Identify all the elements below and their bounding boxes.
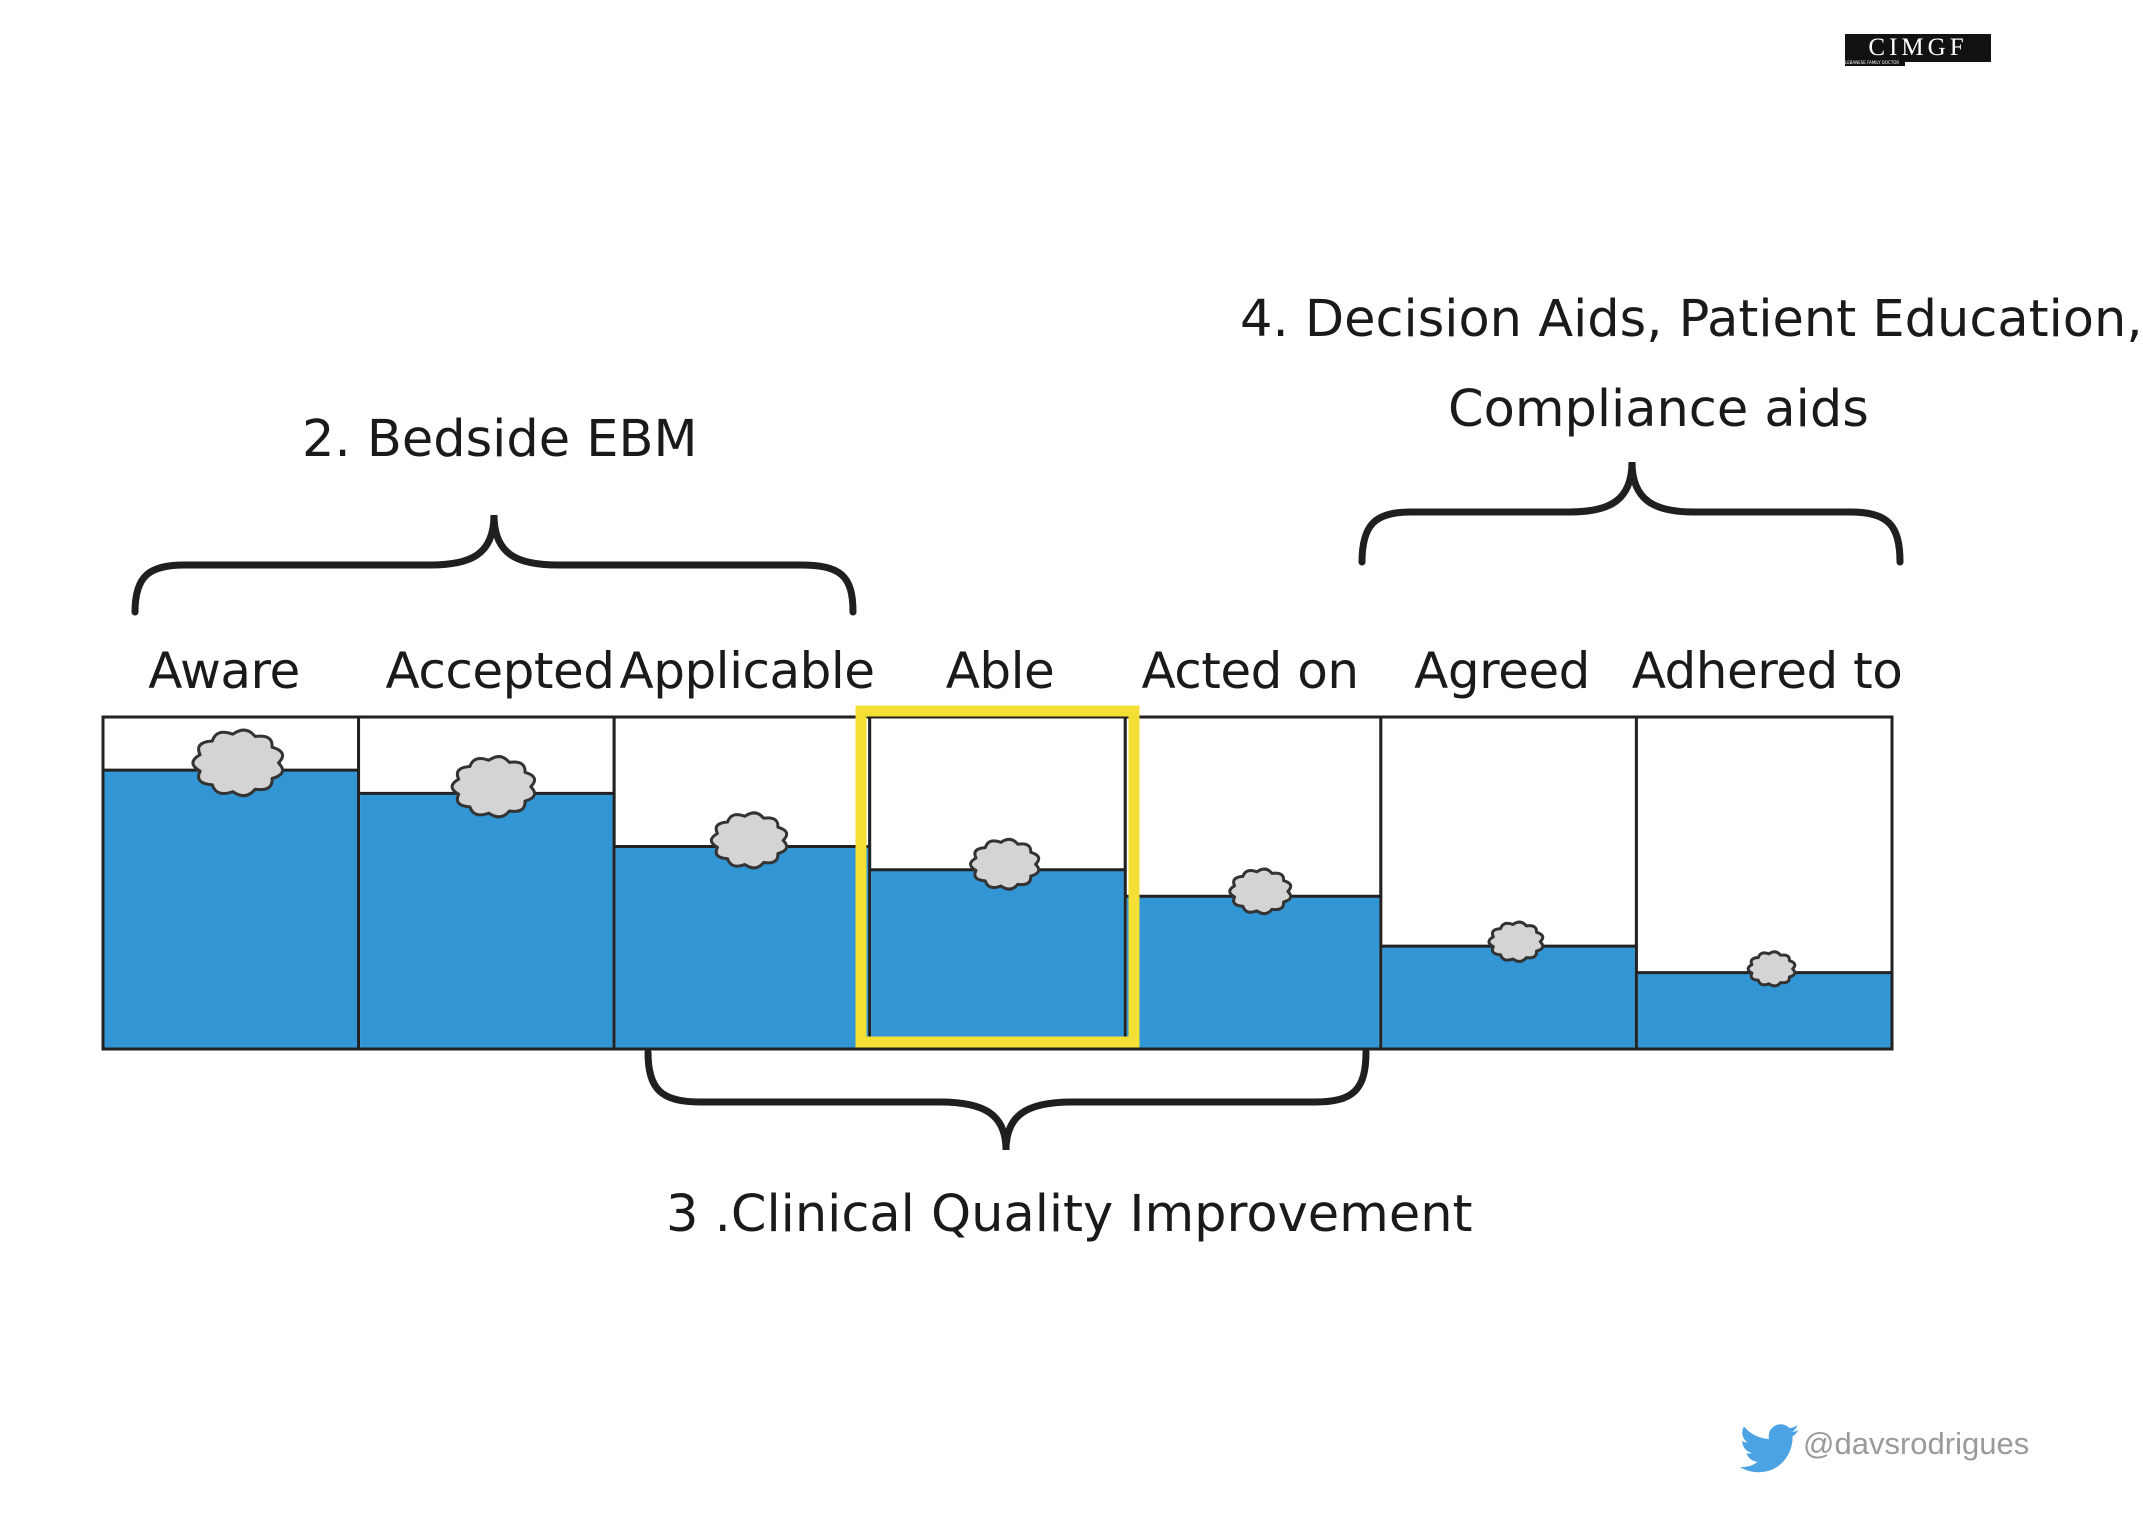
decision-aids-label-line2: Compliance aids (1448, 380, 1869, 439)
slide: CIMGF LEBANESE FAMILY DOCTOR 2. Bedside … (101, 34, 2143, 1473)
clinical-quality-label: 3 .Clinical Quality Improvement (666, 1185, 1473, 1244)
pipeline-frame (101, 715, 1894, 1051)
stage-water-agreed (1382, 946, 1635, 1049)
stage-water-applicable (615, 846, 869, 1049)
stage-label-accepted: Accepted (385, 642, 615, 700)
stage-label-aware: Aware (148, 642, 300, 700)
stage-cloud-applicable (709, 811, 789, 870)
bedside-ebm-brace (131, 514, 857, 616)
stage-label-agreed: Agreed (1414, 642, 1590, 700)
stage-water-accepted (360, 793, 613, 1049)
stage-water-acted-on (1126, 896, 1380, 1049)
stage-label-adhered-to: Adhered to (1631, 642, 1903, 700)
decision-aids-brace (1358, 461, 1904, 566)
stage-cloud-able (969, 837, 1041, 891)
bedside-ebm-label: 2. Bedside EBM (302, 410, 698, 469)
twitter-bird-icon (1739, 1424, 1799, 1473)
clinical-quality-brace (644, 1048, 1370, 1151)
able-highlight-box (855, 705, 1140, 1048)
cimgf-logo: CIMGF (1845, 34, 1991, 62)
stage-cloud-adhered-to (1746, 950, 1797, 988)
stage-label-applicable: Applicable (619, 642, 876, 700)
stage-water-able (871, 869, 1124, 1049)
cimgf-logo-subtitle: LEBANESE FAMILY DOCTOR (1845, 60, 1905, 66)
decision-aids-label: 4. Decision Aids, Patient Education, (1240, 290, 2143, 349)
stage-label-able: Able (945, 642, 1055, 700)
stage-cloud-acted-on (1228, 867, 1293, 916)
leaky-pipeline-diagram (101, 461, 1904, 1151)
stage-label-acted-on: Acted on (1141, 642, 1359, 700)
stage-water-aware (104, 770, 358, 1049)
stage-cloud-agreed (1487, 920, 1545, 963)
stage-cloud-accepted (450, 755, 537, 819)
stage-cloud-aware (191, 728, 285, 798)
twitter-handle: @davsrodrigues (1803, 1426, 2030, 1461)
